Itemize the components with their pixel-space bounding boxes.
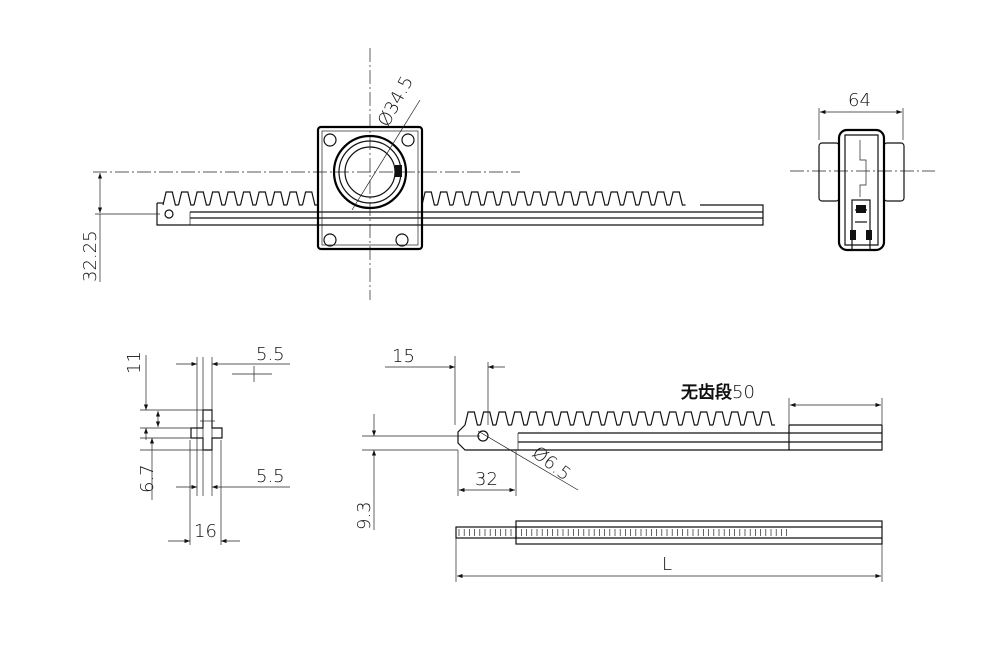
rack-section-profile <box>190 409 223 451</box>
hole-height-label: 9.3 <box>354 501 375 530</box>
section-height-label: 11 <box>124 351 145 374</box>
offset-label: 15 <box>392 346 415 367</box>
side-width-label: 64 <box>848 90 871 111</box>
toothless-section-label: 无齿段50 <box>680 382 755 403</box>
section-right-width-label: 5.5 <box>256 466 285 487</box>
side-body <box>837 128 886 252</box>
rack-detail-outline <box>457 424 883 451</box>
length-label: L <box>662 554 672 575</box>
section-view: 5.5 11 6.7 5.5 16 <box>124 344 290 545</box>
front-view: Ø34.5 32.25 <box>80 48 764 300</box>
side-left-boss <box>818 142 840 202</box>
rack-top-teeth <box>458 529 787 536</box>
height-dimension: 32.25 <box>80 173 160 282</box>
side-view: 64 <box>790 90 935 252</box>
section-total-width-label: 16 <box>194 521 217 542</box>
side-right-boss <box>883 142 905 202</box>
front-rack-teeth <box>162 191 686 206</box>
hole-diameter-label: Ø6.5 <box>528 442 575 485</box>
rack-detail-view: 15 无齿段50 9.3 Ø6.5 32 <box>354 346 883 582</box>
diameter-leader-line <box>351 99 421 211</box>
section-top-width-label: 5.5 <box>256 344 285 365</box>
section-lower-height-label: 6.7 <box>137 464 158 493</box>
diameter-label: Ø34.5 <box>374 73 418 131</box>
front-rack <box>156 191 764 226</box>
hole-position-label: 32 <box>475 469 498 490</box>
rack-detail-teeth <box>464 411 775 426</box>
rack-top-view <box>455 520 883 545</box>
height-label: 32.25 <box>80 230 101 282</box>
